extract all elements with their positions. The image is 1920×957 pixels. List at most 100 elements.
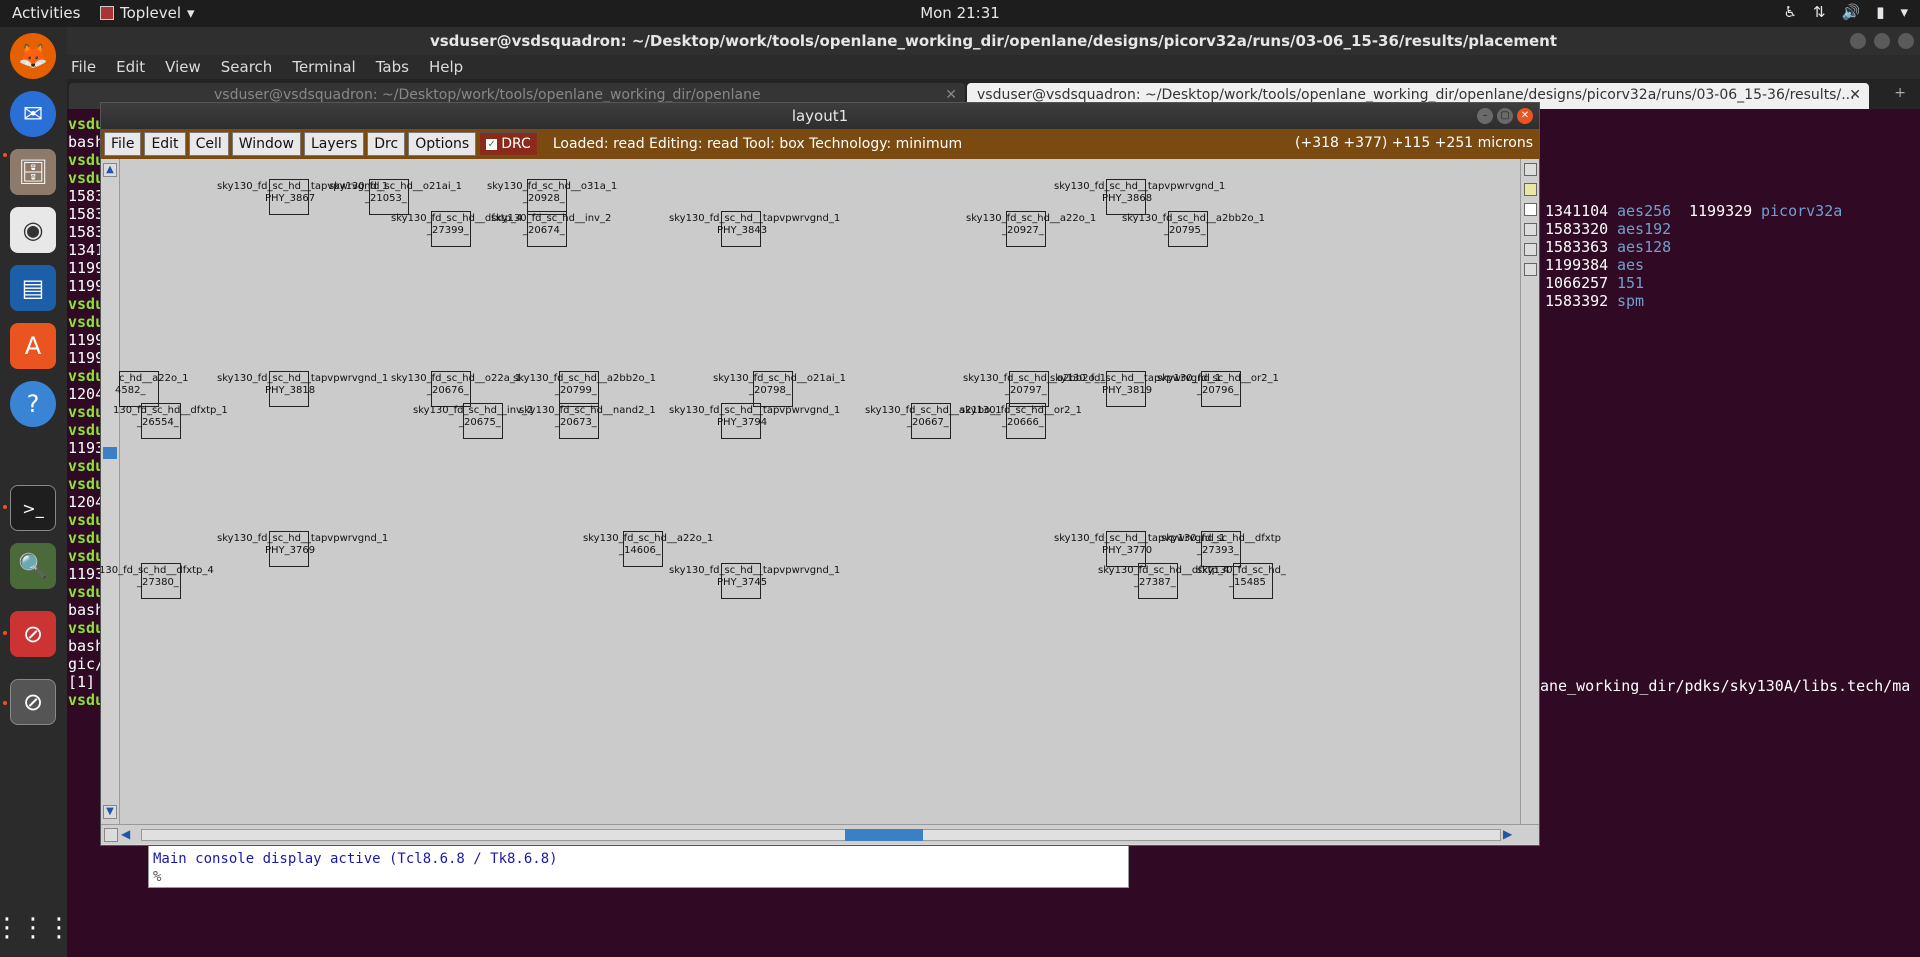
std-cell[interactable] — [1233, 563, 1273, 599]
close-button[interactable]: ✕ — [1517, 108, 1533, 124]
std-cell[interactable] — [559, 403, 599, 439]
activities-button[interactable]: Activities — [12, 4, 81, 22]
menu-tabs[interactable]: Tabs — [375, 58, 409, 76]
clock[interactable]: Mon 21:31 — [920, 4, 1000, 22]
std-cell[interactable] — [721, 211, 761, 247]
scroll-left-icon[interactable]: ◀ — [121, 827, 131, 841]
battery-icon[interactable]: ▮ — [1876, 3, 1885, 21]
blocked-app-icon[interactable]: ⊘ — [10, 679, 56, 725]
terminal-icon[interactable]: >_ — [10, 485, 56, 531]
std-cell[interactable] — [559, 371, 599, 407]
console-prompt[interactable]: % — [153, 869, 162, 885]
scroll-up-icon[interactable]: ▲ — [103, 163, 117, 177]
palette-box[interactable] — [1524, 243, 1537, 256]
thunderbird-icon[interactable]: ✉ — [10, 91, 56, 137]
std-cell[interactable] — [463, 403, 503, 439]
cell-type-label: sky130_fd_sc_hd__tapvpwrvgnd_1 — [669, 405, 841, 416]
std-cell[interactable] — [721, 403, 761, 439]
software-icon[interactable]: A — [10, 323, 56, 369]
files-icon[interactable]: 🗄 — [10, 149, 56, 195]
layout-titlebar[interactable]: layout1 – ▢ ✕ — [101, 103, 1539, 129]
std-cell[interactable] — [1138, 563, 1178, 599]
scroll-down-icon[interactable]: ▼ — [103, 805, 117, 819]
maximize-button[interactable] — [1874, 33, 1890, 49]
menu-terminal[interactable]: Terminal — [292, 58, 356, 76]
palette-box[interactable] — [1524, 183, 1537, 196]
blocked-app-icon[interactable]: ⊘ — [10, 611, 56, 657]
palette-box[interactable] — [1524, 223, 1537, 236]
horizontal-scroll-bar[interactable]: ◀ ▶ — [101, 824, 1539, 844]
minimize-button[interactable]: – — [1477, 108, 1493, 124]
menu-search[interactable]: Search — [220, 58, 273, 76]
std-cell[interactable] — [369, 179, 409, 215]
menu-edit[interactable]: Edit — [116, 58, 146, 76]
std-cell[interactable] — [269, 371, 309, 407]
std-cell[interactable] — [911, 403, 951, 439]
accessibility-icon[interactable]: ♿ — [1783, 3, 1797, 21]
menu-view[interactable]: View — [165, 58, 201, 76]
help-icon[interactable]: ? — [10, 381, 56, 427]
std-cell[interactable] — [721, 563, 761, 599]
menu-drc[interactable]: Drc — [367, 132, 406, 156]
palette-box[interactable] — [1524, 163, 1537, 176]
close-icon[interactable]: ✕ — [945, 87, 957, 103]
new-tab-icon[interactable]: + — [1894, 85, 1906, 101]
std-cell[interactable] — [753, 371, 793, 407]
firefox-icon[interactable]: 🦊 — [10, 33, 56, 79]
close-icon[interactable]: ✕ — [1849, 87, 1861, 103]
magic-icon[interactable]: 🔍 — [10, 543, 56, 589]
volume-icon[interactable]: 🔊 — [1841, 3, 1861, 21]
std-cell[interactable] — [269, 179, 309, 215]
scroll-track[interactable] — [141, 829, 1501, 841]
writer-icon[interactable]: ▤ — [10, 265, 56, 311]
menu-options[interactable]: Options — [408, 132, 477, 156]
drc-toggle[interactable]: ✓ DRC — [479, 132, 538, 156]
zoom-box-icon[interactable] — [104, 828, 118, 842]
palette-box[interactable] — [1524, 203, 1537, 216]
menu-help[interactable]: Help — [428, 58, 464, 76]
minimize-button[interactable] — [1850, 33, 1866, 49]
network-icon[interactable]: ⇅ — [1812, 3, 1826, 21]
std-cell[interactable] — [1168, 211, 1208, 247]
system-tray[interactable]: ♿ ⇅ 🔊 ▮ ▾ — [1783, 3, 1908, 21]
std-cell[interactable] — [431, 211, 471, 247]
maximize-button[interactable]: ▢ — [1497, 108, 1513, 124]
apps-grid-icon[interactable]: ⋮⋮⋮ — [0, 913, 72, 943]
std-cell[interactable] — [141, 403, 181, 439]
std-cell[interactable] — [527, 211, 567, 247]
chevron-down-icon[interactable]: ▾ — [1900, 3, 1908, 21]
std-cell[interactable] — [431, 371, 471, 407]
rhythmbox-icon[interactable]: ◉ — [10, 207, 56, 253]
std-cell[interactable] — [623, 531, 663, 567]
std-cell[interactable] — [1201, 531, 1241, 567]
std-cell[interactable] — [1009, 371, 1049, 407]
app-menu[interactable]: Toplevel ▾ — [100, 4, 195, 22]
menu-file[interactable]: File — [71, 58, 97, 76]
tkcon-console[interactable]: Main console display active (Tcl8.6.8 / … — [148, 840, 1129, 888]
std-cell[interactable] — [1006, 211, 1046, 247]
menu-window[interactable]: Window — [231, 132, 301, 156]
scroll-right-icon[interactable]: ▶ — [1503, 827, 1513, 841]
palette-box[interactable] — [1524, 263, 1537, 276]
terminal-titlebar[interactable]: vsduser@vsdsquadron: ~/Desktop/work/tool… — [67, 27, 1920, 55]
terminal-line: 1583392 — [1545, 292, 1609, 310]
std-cell[interactable] — [1201, 371, 1241, 407]
std-cell[interactable] — [141, 563, 181, 599]
std-cell[interactable] — [1106, 371, 1146, 407]
menu-cell[interactable]: Cell — [188, 132, 229, 156]
scroll-thumb[interactable] — [103, 447, 117, 459]
close-button[interactable] — [1898, 33, 1914, 49]
menu-file[interactable]: File — [104, 132, 142, 156]
std-cell[interactable] — [527, 179, 567, 215]
scroll-thumb[interactable] — [845, 829, 923, 841]
menu-layers[interactable]: Layers — [303, 132, 365, 156]
vertical-scroll-bar[interactable]: ▲ ▼ — [101, 159, 120, 824]
std-cell[interactable] — [1006, 403, 1046, 439]
std-cell[interactable] — [1106, 531, 1146, 567]
std-cell[interactable] — [1106, 179, 1146, 215]
std-cell[interactable] — [269, 531, 309, 567]
std-cell[interactable] — [119, 371, 159, 407]
menu-edit[interactable]: Edit — [144, 132, 186, 156]
terminal-line: vsdu — [68, 151, 105, 169]
